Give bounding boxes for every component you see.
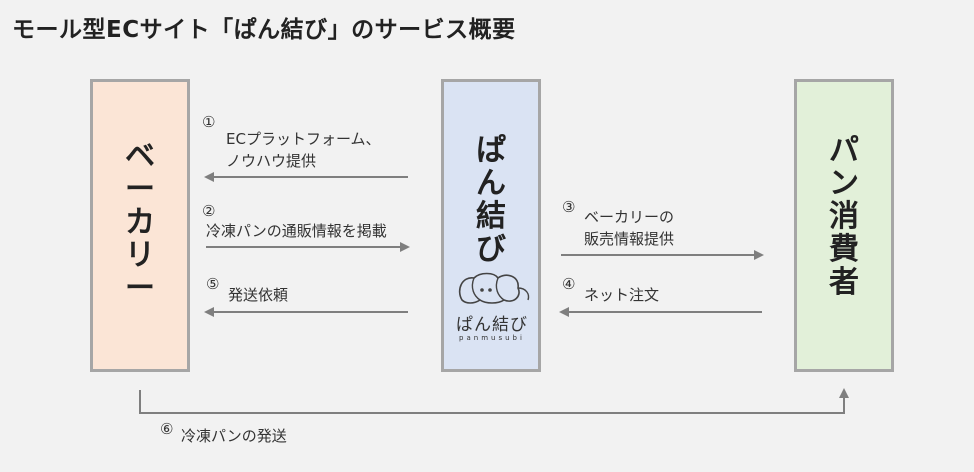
bakery-box: ベ ー カ リ ー (90, 79, 190, 372)
flow-4-label: ネット注文 (584, 286, 660, 304)
panmusubi-label: ぱ ん 結 び (476, 133, 506, 267)
flow-5-number: ⑤ (206, 275, 220, 293)
consumer-label: パ ン 消 費 者 (829, 133, 859, 300)
flow-5-label: 発送依頼 (228, 286, 289, 304)
logo-text: ぱん結び (456, 315, 528, 335)
flow-3-label: ベーカリーの 販売情報提供 (584, 208, 675, 248)
consumer-box: パ ン 消 費 者 (794, 79, 894, 372)
flow-2-number: ② (202, 202, 216, 220)
flow-1-label: ECプラットフォーム、 ノウハウ提供 (226, 130, 381, 170)
flow-6-label: 冷凍パンの発送 (181, 427, 287, 445)
page-title: モール型ECサイト「ぱん結び」のサービス概要 (12, 17, 516, 43)
logo-subtext: panmusubi (459, 334, 525, 342)
flow-6-number: ⑥ (160, 420, 174, 438)
panmusubi-box: ぱ ん 結 び (441, 79, 541, 372)
bakery-label: ベ ー カ リ ー (125, 139, 155, 306)
flow-4-number: ④ (562, 275, 576, 293)
arrow-6 (139, 388, 849, 414)
panmusubi-logo: ぱん結び panmusubi (448, 270, 536, 350)
flow-1-number: ① (202, 113, 216, 131)
bread-knot-icon (458, 272, 530, 304)
flow-2-label: 冷凍パンの通販情報を掲載 (206, 222, 387, 240)
flow-3-number: ③ (562, 198, 576, 216)
